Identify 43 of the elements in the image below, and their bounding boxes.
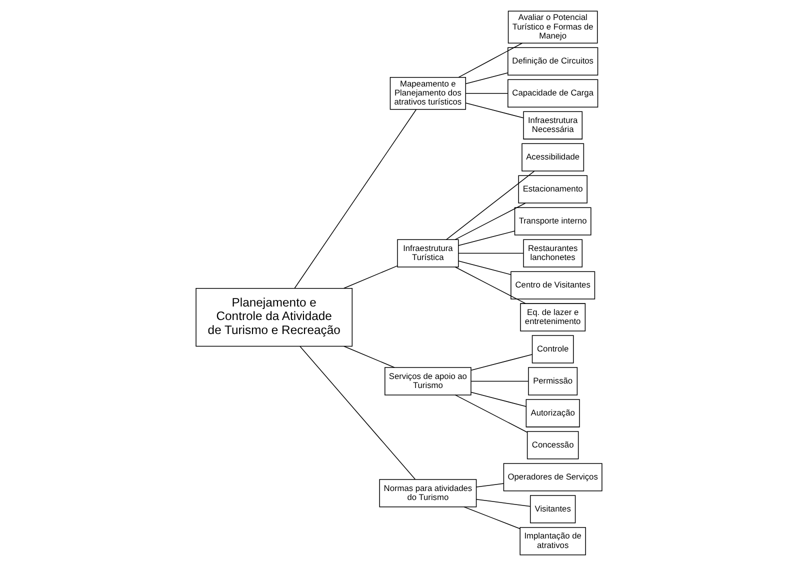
connector [458, 230, 515, 246]
connector [470, 354, 532, 371]
connector [343, 346, 394, 368]
node-box: Permissão [528, 367, 578, 396]
connector [458, 252, 524, 254]
connector [470, 392, 526, 407]
node-box: Infraestrutura Turística [396, 239, 458, 268]
node-box: Infraestrutura Necessária [522, 111, 582, 140]
connector [464, 72, 508, 84]
node-box: Concessão [526, 431, 578, 460]
node-box: Mapeamento e Planejamento dos atrativos turísticos [389, 77, 466, 110]
node-box: Capacidade de Carga [507, 79, 598, 108]
node-box: Eq. de lazer e entretenimento [520, 303, 586, 332]
connector [343, 265, 398, 289]
connector [470, 380, 528, 382]
node-box: Definição de Circuitos [507, 47, 598, 76]
connector [458, 42, 522, 78]
connector [464, 93, 508, 94]
node-box: Autorização [525, 399, 580, 428]
node-box: Visitantes [530, 495, 576, 524]
connector [458, 260, 511, 275]
node-box: Avaliar o Potencial Turístico e Formas de Manejo [507, 10, 598, 44]
node-box: Planejamento e Controle da Atividade de Turismo e Recreação [195, 288, 352, 347]
connector [454, 202, 526, 240]
node-box: Restaurantes lanchonetes [522, 239, 582, 268]
node-box: Centro de Visitantes [510, 271, 595, 300]
node-box: Estacionamento [518, 175, 587, 204]
connector [294, 109, 416, 289]
node-box: Acessibilidade [521, 143, 584, 172]
connector [299, 346, 416, 480]
node-box: Controle [531, 335, 574, 364]
connector [446, 170, 534, 240]
node-box: Transporte interno [514, 207, 591, 236]
connector [464, 102, 524, 118]
connector [454, 394, 527, 433]
connector [454, 266, 526, 304]
node-box: Implantação de atrativos [519, 527, 586, 556]
node-box: Normas para atividades do Turismo [378, 479, 476, 508]
connector [476, 483, 504, 488]
connector [476, 499, 530, 507]
node-box: Serviços de apoio ao Turismo [384, 367, 471, 396]
node-box: Operadores de Serviços [502, 463, 602, 492]
connector [463, 506, 520, 530]
